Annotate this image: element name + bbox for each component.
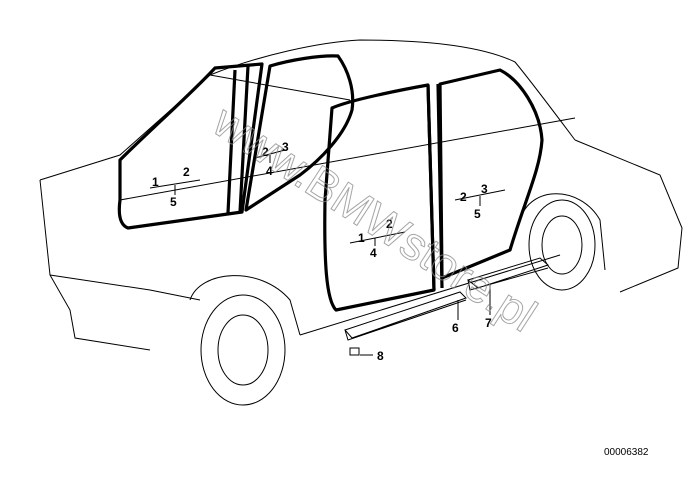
leader-lines <box>149 149 506 356</box>
label-4: 4 <box>266 164 273 178</box>
sill-trims <box>344 257 549 356</box>
label-1: 1 <box>152 175 159 189</box>
label-5: 5 <box>170 195 177 209</box>
drawing-code: 00006382 <box>604 447 649 458</box>
label-1: 1 <box>358 231 365 245</box>
watermark: www.BMWstore.pl <box>204 94 546 341</box>
label-2: 2 <box>262 145 269 159</box>
label-7: 7 <box>485 316 492 330</box>
door-seals <box>117 54 544 312</box>
label-6: 6 <box>452 321 459 335</box>
label-3: 3 <box>481 182 488 196</box>
label-2: 2 <box>183 165 190 179</box>
label-4: 4 <box>370 246 377 260</box>
label-8: 8 <box>377 349 384 363</box>
car-body-outline <box>39 39 683 406</box>
label-3: 3 <box>282 140 289 154</box>
label-5: 5 <box>474 207 481 221</box>
label-2: 2 <box>386 217 393 231</box>
label-2: 2 <box>460 190 467 204</box>
